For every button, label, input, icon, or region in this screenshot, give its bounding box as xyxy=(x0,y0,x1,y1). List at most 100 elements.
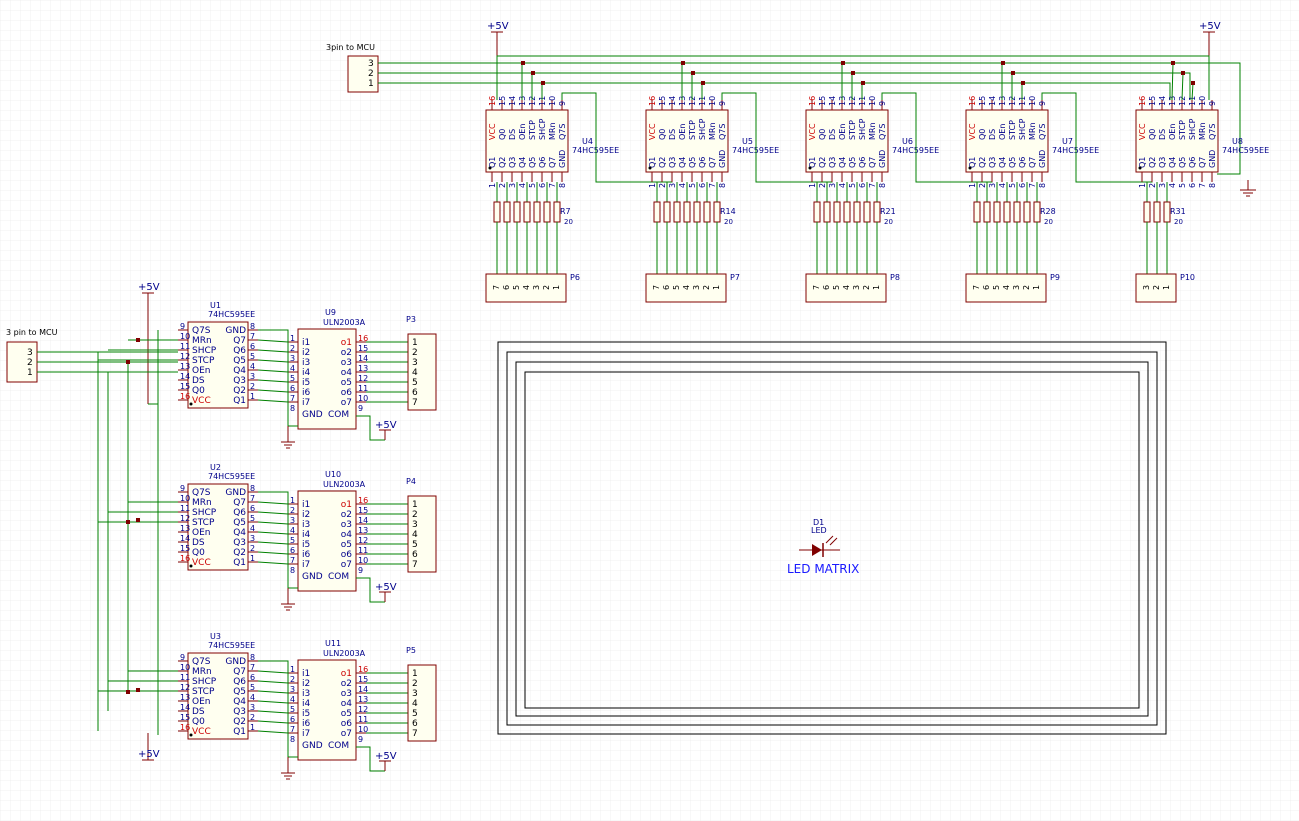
connector-pin: 3 xyxy=(412,358,418,368)
mcu-connector-left[interactable]: 3 pin to MCU 3 2 1 xyxy=(6,328,58,383)
connector-pin: 4 xyxy=(522,285,531,290)
pin-name: Q1 xyxy=(233,727,246,737)
junction-dot xyxy=(521,61,525,65)
pin-name: i7 xyxy=(302,560,310,570)
pin-name: SHCP xyxy=(698,118,707,140)
column-driver-u5[interactable]: 16VCC15Q014DS13OEn12STCP11SHCP10MRn9Q7S1… xyxy=(645,61,833,303)
connector-pin: 7 xyxy=(412,398,418,408)
pin-number: 1 xyxy=(808,183,817,188)
junction-dot xyxy=(861,81,865,85)
pin-number: 9 xyxy=(718,101,727,106)
pin-number: 2 xyxy=(658,183,667,188)
pin-name: o1 xyxy=(341,669,352,679)
column-connector-body xyxy=(805,273,887,303)
pin-name: Q5 xyxy=(1178,157,1187,168)
pin-name: Q4 xyxy=(1168,157,1177,168)
column-driver-u7[interactable]: 16VCC15Q014DS13OEn12STCP11SHCP10MRn9Q7S1… xyxy=(965,61,1153,303)
pin-name: STCP xyxy=(688,120,697,140)
pin-number: 16 xyxy=(180,554,190,563)
pin-name: MRn xyxy=(548,122,557,140)
pin-number: 7 xyxy=(290,725,295,734)
mcu-connector-top[interactable]: 3pin to MCU 3 2 1 xyxy=(326,43,379,93)
connector-pin: 5 xyxy=(412,540,418,550)
pin-number: 10 xyxy=(180,494,190,503)
pin-number: 11 xyxy=(358,384,368,393)
uln-ref: U10 xyxy=(325,470,341,479)
pin-number: 5 xyxy=(290,705,295,714)
pin-number: 9 xyxy=(358,566,363,575)
column-driver-ref: U7 xyxy=(1062,137,1073,146)
pin-name: OEn xyxy=(518,124,527,140)
pin-name: Q5 xyxy=(233,687,246,697)
pin-number: 9 xyxy=(180,484,185,493)
led-matrix-caption: LED MATRIX xyxy=(787,562,859,576)
pin-name: i3 xyxy=(302,358,310,368)
resistor xyxy=(853,201,861,223)
pin-number: 16 xyxy=(808,96,817,106)
connector-pin: 4 xyxy=(412,530,418,540)
uln-gnd-label: GND xyxy=(302,572,323,582)
shift-register-body xyxy=(485,109,569,173)
pin-number: 2 xyxy=(290,506,295,515)
pin-number: 7 xyxy=(290,556,295,565)
pin-name: Q7S xyxy=(192,488,211,498)
pin-name: Q7S xyxy=(558,124,567,140)
row-shift-register-body xyxy=(187,321,249,409)
pin-number: 3 xyxy=(290,516,295,525)
column-driver-u8[interactable]: 16VCC15Q014DS13OEn12STCP11SHCP10MRn9Q7S1… xyxy=(1135,61,1269,303)
pin-name: DS xyxy=(1158,129,1167,140)
pin-number: 11 xyxy=(180,342,190,351)
resistor xyxy=(1153,201,1161,223)
pin-name: Q4 xyxy=(233,528,246,538)
pin-number: 16 xyxy=(180,392,190,401)
connector-pin: 6 xyxy=(412,388,418,398)
connector-pin: 1 xyxy=(712,285,721,290)
pin-name: OEn xyxy=(192,697,210,707)
pin-number: 8 xyxy=(558,183,567,188)
pin-number: 1 xyxy=(488,183,497,188)
pin-number: 6 xyxy=(250,504,255,513)
pin-name: VCC xyxy=(192,558,211,568)
power-label: +5V xyxy=(375,582,397,593)
pin-number: 7 xyxy=(868,183,877,188)
pin-number: 7 xyxy=(1028,183,1037,188)
pin-name: OEn xyxy=(1168,124,1177,140)
column-driver-u4[interactable]: 16VCC15Q014DS13OEn12STCP11SHCP10MRn9Q7S1… xyxy=(485,61,673,303)
junction-dot xyxy=(1011,71,1015,75)
pin-name: Q0 xyxy=(1148,129,1157,140)
pin-name: o6 xyxy=(341,719,353,729)
pin-number: 7 xyxy=(1198,183,1207,188)
row-shift-register-ref: U2 xyxy=(210,463,221,472)
pin-number: 14 xyxy=(508,96,517,106)
pin-number: 9 xyxy=(1038,101,1047,106)
pin-number: 6 xyxy=(250,673,255,682)
pin-name: MRn xyxy=(1198,122,1207,140)
pin-name: Q1 xyxy=(648,157,657,168)
pin-number: 3 xyxy=(290,685,295,694)
connector-pin: 5 xyxy=(412,378,418,388)
pin-number: 11 xyxy=(180,504,190,513)
pin-name: DS xyxy=(988,129,997,140)
pin-number: 1 xyxy=(290,334,295,343)
power-symbol-top-right: +5V xyxy=(1199,21,1221,60)
pin-name: Q6 xyxy=(233,346,246,356)
pin-name: i4 xyxy=(302,368,311,378)
junction-dot xyxy=(841,61,845,65)
pin-number: 14 xyxy=(358,516,368,525)
shift-register-body xyxy=(965,109,1049,173)
led-symbol[interactable]: D1 LED LED MATRIX xyxy=(787,518,859,576)
pin-name: i7 xyxy=(302,729,310,739)
pin-number: 15 xyxy=(180,544,190,553)
connector-pin: 6 xyxy=(662,285,671,290)
pin-number: 13 xyxy=(1168,96,1177,106)
pin-name: GND xyxy=(225,657,246,667)
pin-name: STCP xyxy=(1008,120,1017,140)
pin-name: Q5 xyxy=(848,157,857,168)
pin1-dot xyxy=(968,166,972,170)
mcu-connector-top-title: 3pin to MCU xyxy=(326,43,375,52)
column-driver-u6[interactable]: 16VCC15Q014DS13OEn12STCP11SHCP10MRn9Q7S1… xyxy=(805,61,993,303)
pin-number: 16 xyxy=(358,665,368,674)
